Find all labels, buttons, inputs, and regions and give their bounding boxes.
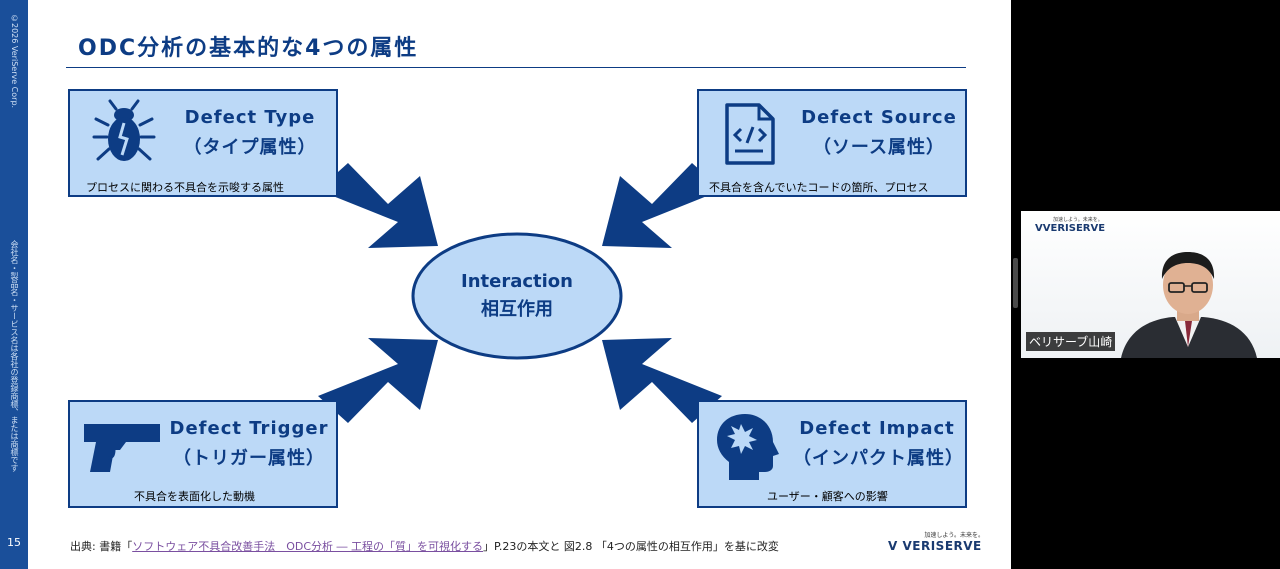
page-number: 15 — [7, 536, 21, 549]
card-defect-impact-heading: Defect Impact （インパクト属性） — [793, 414, 964, 474]
card-defect-trigger: Defect Trigger （トリガー属性） 不具合を表面化した動機 — [68, 400, 338, 508]
card-defect-type-description: プロセスに関わる不具合を示唆する属性 — [86, 181, 284, 194]
card-defect-type: Defect Type （タイプ属性） プロセスに関わる不具合を示唆する属性 — [68, 89, 338, 197]
brand-name: V VERISERVE — [888, 539, 984, 553]
bug-icon — [90, 97, 158, 171]
video-logo-name-text: VERISERVE — [1042, 223, 1106, 234]
card-defect-trigger-description: 不具合を表面化した動機 — [134, 490, 255, 503]
card-defect-trigger-subtitle: （トリガー属性） — [173, 448, 325, 469]
card-defect-source-subtitle: （ソース属性） — [812, 137, 946, 158]
code-file-icon — [721, 101, 779, 171]
interaction-label-ja: 相互作用 — [481, 299, 553, 320]
arrow-trigger — [318, 338, 438, 423]
interaction-label-en: Interaction — [461, 271, 573, 292]
citation-prefix: 出典: 書籍「 — [70, 540, 133, 553]
participant-avatar — [1121, 252, 1257, 358]
brand-logo: 加速しよう。未来を。 V VERISERVE — [888, 530, 984, 553]
citation: 出典: 書籍「ソフトウェア不具合改善手法 ODC分析 ― 工程の「質」を可視化す… — [70, 538, 779, 554]
presentation-slide: ©2026 VeriServe Corp. 会社名・製品名・サービス名は各社の登… — [0, 0, 1011, 569]
card-defect-impact-title: Defect Impact — [799, 418, 955, 439]
card-defect-impact: Defect Impact （インパクト属性） ユーザー・顧客への影響 — [697, 400, 967, 508]
video-brand-logo: 加速しよう。未来を。 VVERISERVE — [1035, 216, 1105, 234]
arrow-type — [318, 163, 438, 248]
interaction-diagram — [318, 163, 722, 423]
participant-video-tile[interactable]: 加速しよう。未来を。 VVERISERVE ベリサーブ山崎 — [1021, 211, 1280, 358]
gun-icon — [80, 416, 164, 480]
video-logo-tagline: 加速しよう。未来を。 — [1053, 217, 1103, 223]
card-defect-impact-description: ユーザー・顧客への影響 — [767, 490, 888, 503]
copyright-text: ©2026 VeriServe Corp. — [10, 14, 19, 109]
card-defect-impact-subtitle: （インパクト属性） — [793, 448, 964, 469]
card-defect-type-subtitle: （タイプ属性） — [183, 137, 317, 158]
brand-tagline: 加速しよう。未来を。 — [924, 532, 984, 539]
card-defect-source-heading: Defect Source （ソース属性） — [799, 103, 959, 163]
slide-title: ODC分析の基本的な4つの属性 — [78, 36, 419, 61]
brand-mark-icon: V — [888, 539, 898, 553]
slide-sidebar: ©2026 VeriServe Corp. 会社名・製品名・サービス名は各社の登… — [0, 0, 28, 569]
card-defect-trigger-heading: Defect Trigger （トリガー属性） — [166, 414, 332, 474]
panel-resize-handle[interactable] — [1013, 258, 1018, 308]
citation-book-link[interactable]: ソフトウェア不具合改善手法 ODC分析 ― 工程の「質」を可視化する — [132, 540, 484, 553]
card-defect-source: Defect Source （ソース属性） 不具合を含んでいたコードの箇所、プロ… — [697, 89, 967, 197]
card-defect-source-description: 不具合を含んでいたコードの箇所、プロセス — [709, 181, 929, 194]
card-defect-type-title: Defect Type — [184, 107, 316, 128]
head-impact-icon — [715, 410, 781, 486]
card-defect-trigger-title: Defect Trigger — [169, 418, 329, 439]
video-brand-mark-icon: V — [1035, 223, 1043, 234]
trademark-note: 会社名・製品名・サービス名は各社の登録商標、または商標です — [10, 240, 19, 472]
citation-suffix: 」P.23の本文と 図2.8 「4つの属性の相互作用」を基に改変 — [483, 540, 779, 553]
card-defect-type-heading: Defect Type （タイプ属性） — [170, 103, 330, 163]
title-divider — [66, 67, 966, 68]
interaction-ellipse — [411, 232, 623, 360]
arrow-impact — [602, 338, 722, 423]
arrow-source — [602, 163, 722, 248]
card-defect-source-title: Defect Source — [801, 107, 957, 128]
participant-name-label: ベリサーブ山崎 — [1026, 332, 1116, 351]
brand-name-text: VERISERVE — [902, 539, 982, 553]
video-logo-name: VVERISERVE — [1035, 223, 1105, 234]
interaction-label: Interaction 相互作用 — [412, 268, 622, 324]
